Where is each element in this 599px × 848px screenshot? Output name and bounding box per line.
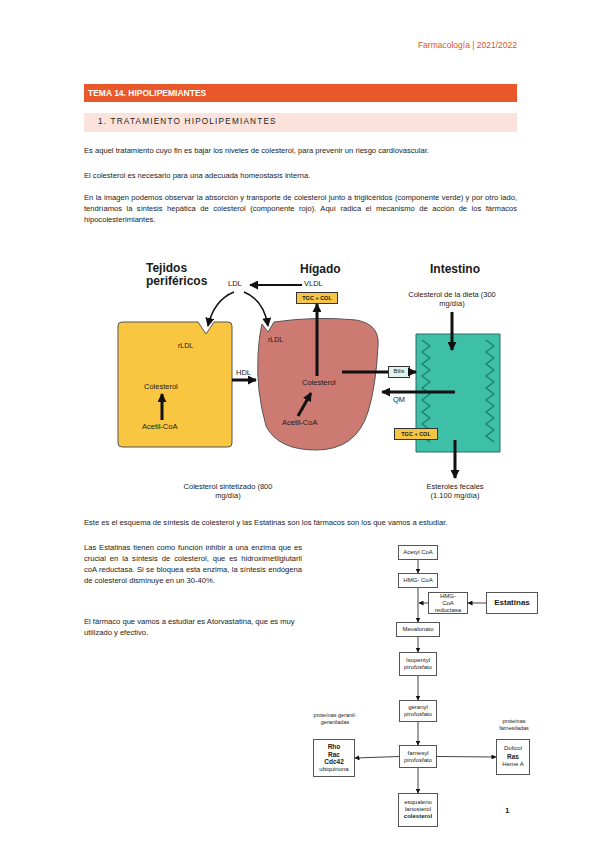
section-band: 1. TRATAMIENTO HIPOLIPEMIANTES <box>84 113 517 132</box>
box-text: Ras <box>507 753 519 761</box>
connector <box>418 676 419 700</box>
box-text: Estatinas <box>494 598 530 608</box>
box-text: TGC + COL <box>401 431 431 438</box>
pathway-box: HMG- CoA <box>398 573 438 588</box>
paragraph: El colesterol es necesario para una adec… <box>84 171 517 180</box>
connector <box>232 379 256 382</box>
page-title: TEMA 14. HIPOLIPEMIANTES <box>88 84 517 102</box>
connector <box>315 304 318 316</box>
region-heading: Hígado <box>300 262 341 277</box>
ldl-uptake-arrow <box>208 292 234 326</box>
box-text: Bilis <box>393 368 404 376</box>
ldl-uptake-arrow <box>244 292 268 326</box>
lipoprotein-box: TGC + COL <box>394 428 438 440</box>
box-text: Acetil-CoA <box>142 422 177 431</box>
box-text: Isopentyl pirofosfato <box>404 657 432 671</box>
enzyme-box: HMG- CoA reductasa <box>428 592 468 614</box>
connector <box>418 768 419 793</box>
connector <box>468 603 486 604</box>
box-text: 1. TRATAMIENTO HIPOLIPEMIANTES <box>98 117 277 127</box>
paragraph: El fármaco que vamos a estudiar es Atorv… <box>84 616 302 638</box>
box-text: Mevalonato <box>402 626 433 634</box>
page-number: 1 <box>505 806 509 816</box>
connector <box>355 757 399 759</box>
cell-outline <box>118 322 232 447</box>
connector <box>418 560 419 573</box>
box-text: Rho Rac Cdc42 <box>324 743 344 766</box>
villi-line <box>486 340 494 442</box>
connector <box>437 756 496 758</box>
pathway-box: geranyl pirofosfato <box>399 700 437 722</box>
lipoprotein-box: TGC + COL <box>296 292 338 304</box>
protein-box: proteínas farnesiladasDolicolRasHeme A <box>496 739 530 775</box>
connector <box>418 722 419 745</box>
box-text: HMG- CoA <box>403 577 432 585</box>
connector <box>418 588 419 622</box>
paragraph: Es aquel tratamiento cuyo fin es bajar l… <box>84 146 517 155</box>
box-text: geranyl pirofosfato <box>404 704 432 718</box>
protein-box: proteínas geranil-geraniladasRho Rac Cdc… <box>313 739 355 777</box>
box-heading: Colesterol de la dieta (300 mg/día) <box>402 290 502 308</box>
liver-organ: HígadorLDLColesterolAcetil-CoA <box>256 316 382 452</box>
liver-outline <box>258 318 378 450</box>
edge-label: HDL <box>236 368 251 377</box>
box-text: esqualeno lanosterol <box>404 799 432 813</box>
box-heading: proteínas farnesiladas <box>491 718 537 732</box>
flux-note: Colesterol sintetizado (800 mg/día) <box>182 482 274 500</box>
region-heading: Tejidos periféricos <box>146 262 226 288</box>
drug-box: Estatinas <box>486 592 538 614</box>
box-text: HMG- CoA reductasa <box>435 593 461 614</box>
tissue-cell: Tejidos periféricosrLDLColesterolAcetil-… <box>118 322 232 447</box>
pathway-box: Mevalonato <box>396 622 440 637</box>
lipoprotein-label: VLDL <box>304 279 323 288</box>
box-heading: proteínas geranil-geraniladas <box>306 712 364 726</box>
box-text: colesterol <box>404 813 432 821</box>
villi-line <box>422 340 430 442</box>
paragraph: Las Estatinas tienen como función inhibi… <box>84 542 302 586</box>
box-text: rLDL <box>268 336 283 345</box>
connector <box>418 637 419 652</box>
region-heading: Intestino <box>430 262 480 277</box>
edge-label: QM <box>393 395 405 404</box>
pathway-box: esqualeno lanosterolcolesterol <box>398 793 438 827</box>
box-text: Dolicol <box>504 745 522 753</box>
box-text: Colesterol <box>302 378 336 387</box>
box-text: Heme A <box>502 761 523 769</box>
pathway-box: farnesyl pirofosfato <box>399 745 437 768</box>
connector <box>382 391 416 394</box>
box-text: Colesterol <box>144 382 178 391</box>
pathway-box: Acetyl CoA <box>398 545 438 560</box>
paragraph: En la imagen podemos observar la absorci… <box>84 192 517 225</box>
box-text: Acetil-CoA <box>282 418 317 427</box>
connector <box>382 371 388 374</box>
connector <box>410 370 416 373</box>
box-text: ubiquinona <box>319 766 348 774</box>
paragraph: Este es el esquema de síntesis de colest… <box>84 518 517 527</box>
box-text: TGC + COL <box>302 295 332 302</box>
page-header: Farmacología | 2021/2022 <box>300 40 517 51</box>
vldl-to-ldl-arrow <box>250 284 302 286</box>
enzyme-arrow <box>419 603 428 604</box>
box-text: farnesyl pirofosfato <box>404 750 432 764</box>
flux-note: Esteroles fecales (1.100 mg/día) <box>418 482 492 500</box>
title-band: TEMA 14. HIPOLIPEMIANTES <box>84 84 517 102</box>
box-text: rLDL <box>178 342 193 351</box>
box-text: Acetyl CoA <box>403 549 433 557</box>
lipoprotein-label: LDL <box>228 279 242 288</box>
bile-box: Bilis <box>388 366 410 378</box>
pathway-box: Isopentyl pirofosfato <box>399 652 437 676</box>
